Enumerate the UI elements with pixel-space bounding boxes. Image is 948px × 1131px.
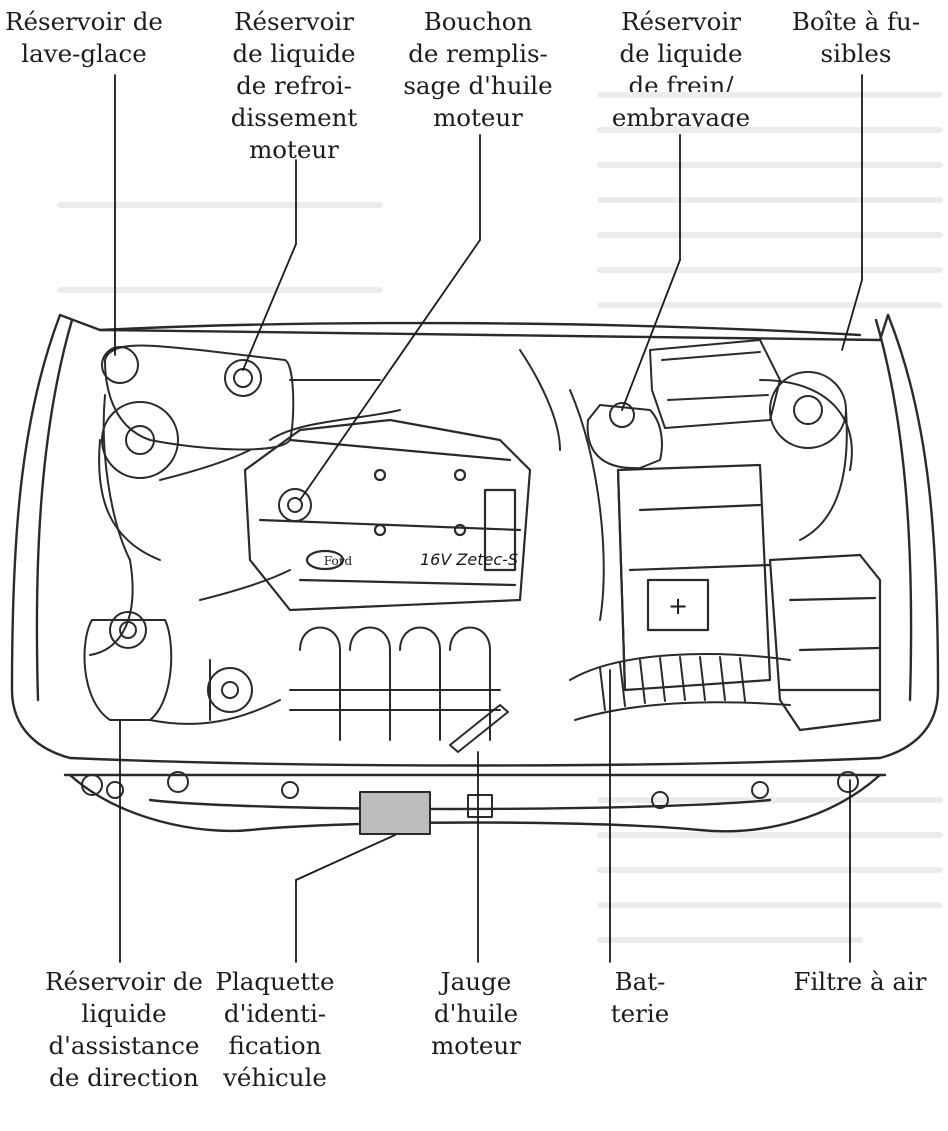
label-air-filter: Filtre à air: [793, 967, 927, 996]
engine-cover: [243, 418, 532, 612]
label-washer-reservoir: Réservoir de lave-glace: [5, 7, 163, 68]
right-strut-tower: [769, 371, 848, 541]
engine-bay-frame: [10, 313, 940, 833]
label-power-steering-reservoir: Réservoir de liquide d'assistance de dir…: [45, 967, 203, 1092]
engine-badge-text: 16V Zetec-S: [420, 550, 518, 569]
fuse-box: [649, 339, 853, 471]
oil-filler-cap: [278, 488, 312, 522]
label-oil-filler-cap: Bouchon de remplis- sage d'huile moteur: [403, 7, 553, 132]
left-strut-tower: [98, 401, 179, 561]
label-fuse-box: Boîte à fu- sibles: [791, 7, 921, 68]
oil-dipstick: [449, 704, 509, 753]
washer-reservoir: [89, 346, 139, 656]
engine-brand-text: Ford: [324, 554, 353, 568]
label-battery: Bat- terie: [610, 967, 670, 1028]
intake-manifold: [289, 626, 501, 741]
air-intake-duct: [569, 653, 791, 721]
label-vin-plate: Plaquette d'identi- fication véhicule: [215, 967, 335, 1092]
label-oil-dipstick: Jauge d'huile moteur: [431, 967, 521, 1060]
brake-fluid-reservoir: [586, 402, 663, 470]
background-ghost-lines: [57, 92, 943, 943]
label-coolant-reservoir: Réservoir de liquide de refroi- dissemen…: [230, 7, 358, 164]
battery: [616, 463, 772, 692]
crossmember-fixings: [81, 771, 859, 818]
power-steering-reservoir: [83, 611, 281, 725]
vin-plate-shape: [359, 791, 431, 835]
leader-lines: [114, 74, 863, 963]
coolant-reservoir: [104, 344, 381, 451]
alternator: [207, 659, 253, 721]
air-filter: [768, 553, 882, 732]
hoses: [159, 349, 605, 621]
battery-positive-symbol: +: [668, 592, 688, 620]
